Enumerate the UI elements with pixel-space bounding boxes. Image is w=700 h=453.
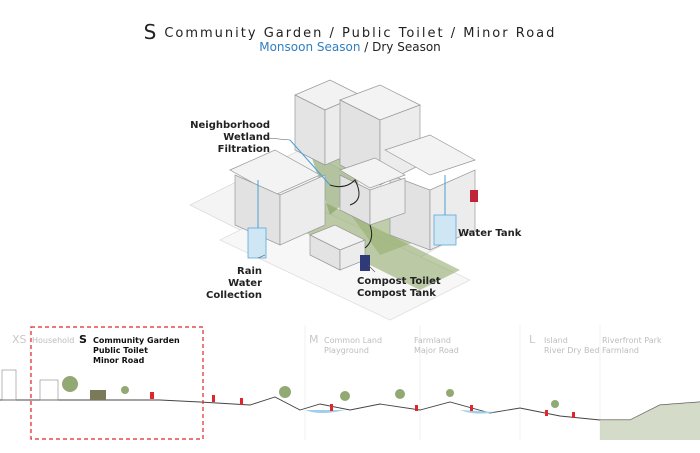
section-s-items: Community Garden Public Toilet Minor Roa… [93, 336, 180, 365]
page-title: S Community Garden / Public Toilet / Mino… [0, 20, 700, 44]
season-dry: / Dry Season [364, 40, 441, 54]
section-l-right-items: Riverfront Park Farmland [602, 336, 662, 355]
section-m-left-items: Common Land Playground [324, 336, 383, 355]
title-text: Community Garden / Public Toilet / Minor… [164, 26, 557, 41]
callout-compost: Compost Toilet Compost Tank [357, 276, 441, 299]
callout-rain-water: Rain Water Collection [206, 266, 262, 301]
section-xs-code: XS [12, 333, 27, 346]
section-xs-items: Household [32, 336, 75, 345]
section-m-right-items: Farmland Major Road [414, 336, 459, 355]
callout-wetland: Neighborhood Wetland Filtration [190, 120, 270, 155]
section-l-left-items: Island River Dry Bed [544, 336, 600, 355]
section-s-code: S [79, 333, 87, 346]
section-m-code: M [309, 333, 319, 346]
season-subtitle: Monsoon Season / Dry Season [0, 40, 700, 54]
size-code: S [143, 20, 157, 44]
season-monsoon: Monsoon Season [259, 40, 361, 54]
section-l-code: L [529, 333, 536, 346]
callout-water-tank: Water Tank [458, 228, 522, 239]
